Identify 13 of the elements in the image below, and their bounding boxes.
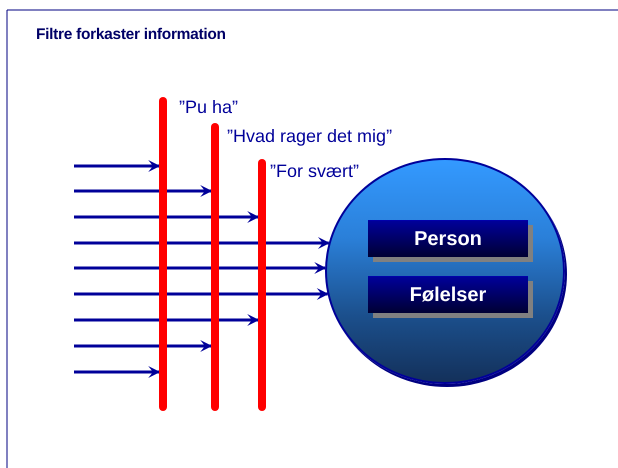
arrow [74, 211, 260, 223]
slide-title: Filtre forkaster information [36, 26, 226, 44]
arrow [74, 160, 160, 172]
arrow [74, 340, 212, 352]
arrow [74, 288, 329, 300]
filter-quote: ”For svært” [270, 161, 359, 181]
arrow [74, 262, 326, 274]
filter-quote: ”Pu ha” [179, 97, 238, 117]
arrow [74, 314, 260, 326]
filter-quote: ”Hvad rager det mig” [227, 126, 392, 146]
arrow [74, 237, 330, 249]
arrow [74, 366, 160, 378]
arrow [74, 185, 212, 197]
